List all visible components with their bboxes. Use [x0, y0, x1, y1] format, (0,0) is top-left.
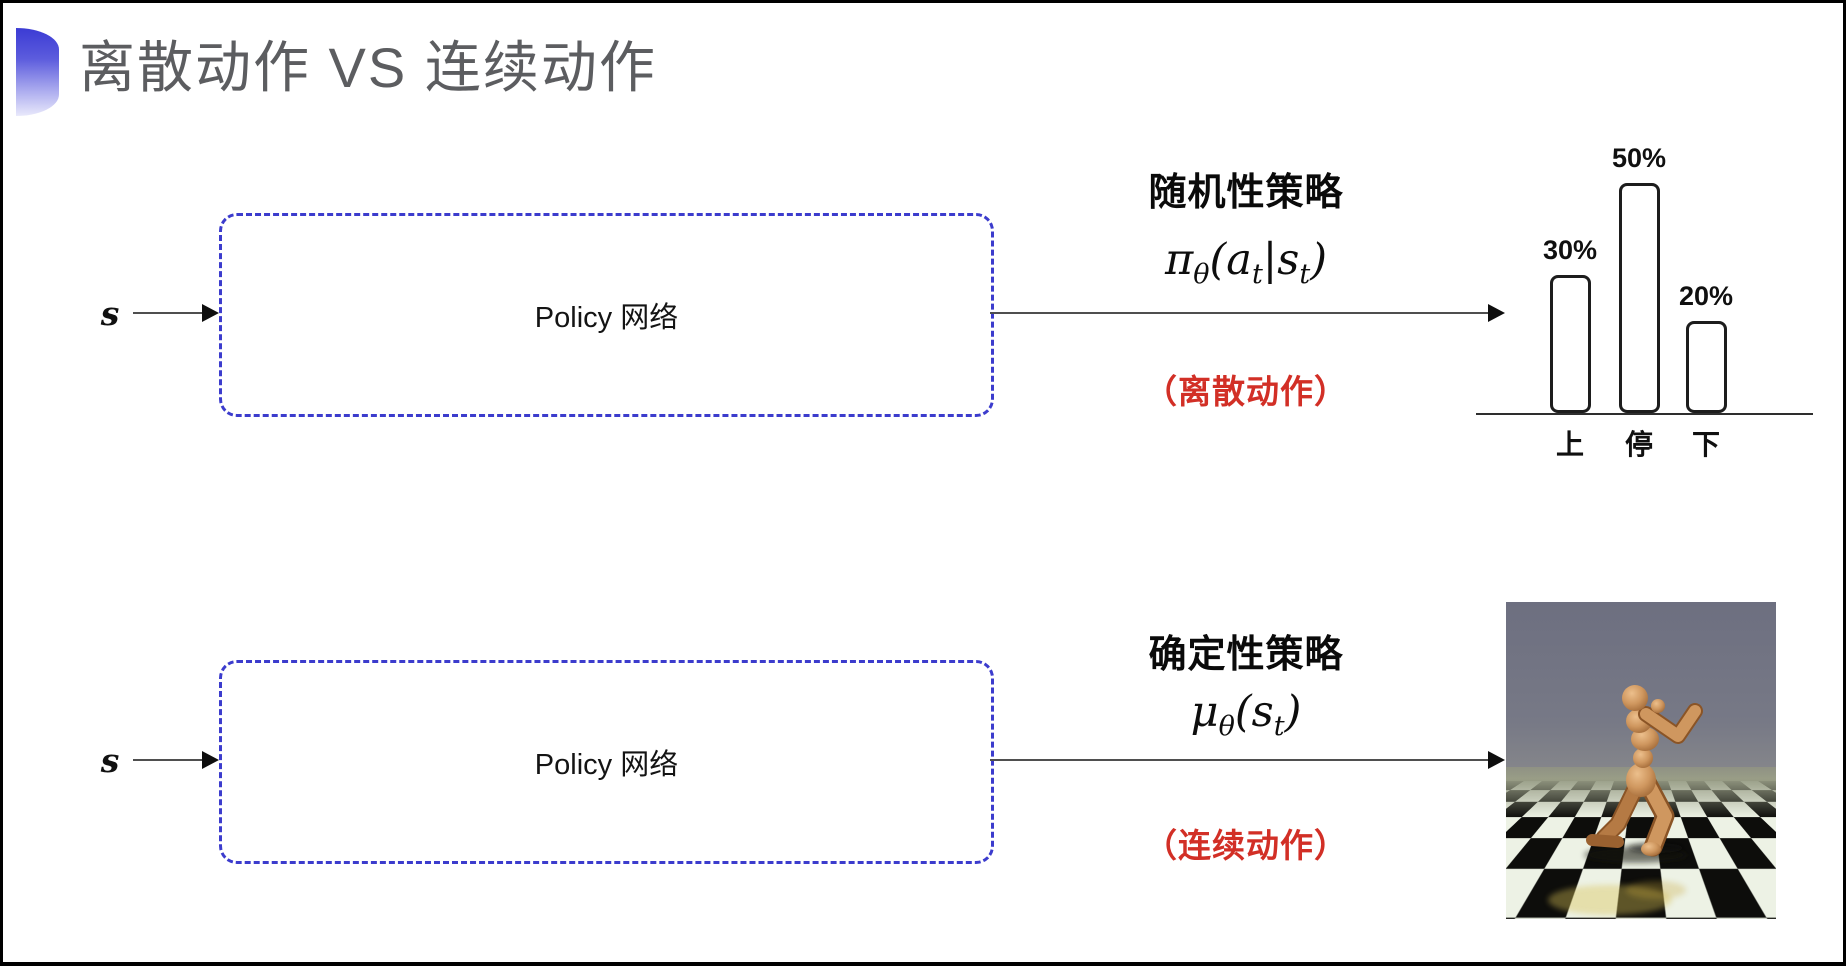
deterministic-policy-title: 确定性策略: [1148, 634, 1344, 676]
bar-column-up: 30%: [1530, 235, 1610, 413]
discrete-action-note: （离散动作）: [1144, 373, 1348, 410]
output-arrowhead-top: [1488, 304, 1505, 322]
continuous-action-note: （连续动作）: [1144, 827, 1348, 864]
formula-conditional-bar: |: [1262, 235, 1278, 285]
formula-state-sub-t-2: t: [1273, 711, 1285, 742]
output-arrowhead-bottom: [1488, 751, 1505, 769]
formula-close-paren-2: ): [1284, 687, 1302, 737]
input-arrowhead-bottom: [202, 751, 219, 769]
bar-value-up: 30%: [1542, 235, 1598, 265]
formula-pi-sub-theta: θ: [1193, 259, 1210, 290]
bar-column-stop: 50%: [1599, 143, 1679, 413]
bar-value-stop: 50%: [1611, 143, 1667, 173]
action-probability-bar-chart: 30% 50% 20% 上 停 下: [1463, 108, 1823, 463]
formula-action-sub-t: t: [1251, 259, 1263, 290]
state-input-label-bottom: s: [100, 741, 120, 780]
output-arrow-bottom: [990, 759, 1490, 761]
output-arrow-top: [990, 312, 1490, 314]
policy-network-box-bottom: Policy 网络: [219, 660, 994, 864]
input-arrowhead-top: [202, 304, 219, 322]
formula-open-paren-2: (: [1234, 687, 1252, 737]
input-arrow-bottom: [133, 759, 205, 761]
formula-mu-sub-theta: θ: [1218, 711, 1235, 742]
chart-baseline: [1476, 413, 1813, 415]
formula-mu: μ: [1190, 687, 1219, 737]
slide-canvas: 离散动作 VS 连续动作 s Policy 网络 随机性策略 πθ(at|st)…: [3, 3, 1843, 962]
policy-network-label-top: Policy 网络: [534, 302, 679, 334]
category-label-stop: 停: [1624, 429, 1653, 460]
deterministic-policy-formula: μθ(st): [1096, 687, 1396, 742]
bar-down: [1685, 321, 1727, 413]
bar-value-down: 20%: [1678, 281, 1734, 311]
policy-network-box-top: Policy 网络: [219, 213, 994, 417]
bar-up: [1549, 275, 1591, 413]
category-label-up: 上: [1555, 429, 1584, 460]
formula-pi: π: [1164, 235, 1194, 285]
stochastic-policy-title: 随机性策略: [1148, 172, 1344, 214]
formula-state-sub-t: t: [1299, 259, 1311, 290]
formula-close-paren: ): [1310, 235, 1328, 285]
formula-action-symbol: a: [1226, 235, 1252, 285]
formula-open-paren: (: [1209, 235, 1227, 285]
input-arrow-top: [133, 312, 205, 314]
bar-stop: [1618, 183, 1660, 413]
title-accent-shape: [16, 28, 59, 116]
formula-state-symbol: s: [1277, 235, 1300, 285]
category-label-down: 下: [1691, 429, 1720, 460]
humanoid-simulation-image: [1506, 602, 1776, 919]
state-input-label-top: s: [100, 294, 120, 333]
policy-network-label-bottom: Policy 网络: [534, 749, 679, 781]
stochastic-policy-formula: πθ(at|st): [1096, 235, 1396, 290]
humanoid-figure: [1548, 685, 1703, 915]
page-title: 离散动作 VS 连续动作: [79, 36, 657, 99]
formula-state-symbol-2: s: [1251, 687, 1274, 737]
bar-column-down: 20%: [1666, 281, 1746, 413]
